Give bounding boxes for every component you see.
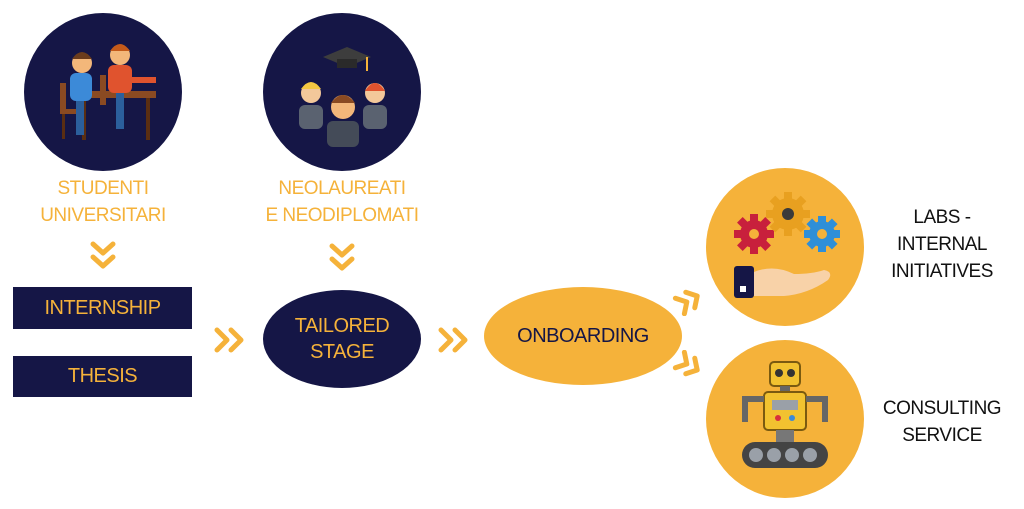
onboarding-label: ONBOARDING [517, 325, 649, 347]
labs-label: LABS - INTERNAL INITIATIVES [872, 204, 1012, 285]
consulting-label-line2: SERVICE [902, 425, 982, 446]
graduates-circle [263, 13, 421, 171]
robot-icon [742, 361, 828, 468]
labs-label-line3: INITIATIVES [891, 261, 993, 282]
labs-label-line1: LABS - [913, 207, 971, 228]
internship-box: INTERNSHIP [13, 287, 192, 329]
students-label: STUDENTI UNIVERSITARI [0, 175, 206, 229]
students-circle [24, 13, 182, 171]
graduates-label-line1: NEOLAUREATI [278, 178, 406, 199]
graduates-group-icon [299, 47, 387, 147]
tailored-stage-line1: TAILORED [294, 315, 390, 337]
students-label-line2: UNIVERSITARI [40, 205, 166, 226]
consulting-label: CONSULTING SERVICE [866, 395, 1018, 449]
labs-label-line2: INTERNAL [897, 234, 987, 255]
internship-label: INTERNSHIP [44, 296, 161, 319]
gears-hand-icon [734, 192, 840, 298]
consulting-circle [706, 340, 864, 498]
consulting-label-line1: CONSULTING [882, 398, 1002, 419]
students-label-line1: STUDENTI [57, 178, 150, 199]
chevron-up-right-icon [672, 289, 700, 316]
graduates-label: NEOLAUREATI E NEODIPLOMATI [234, 175, 450, 229]
graduates-label-line2: E NEODIPLOMATI [265, 205, 419, 226]
students-at-desk-icon [60, 44, 156, 140]
labs-circle [706, 168, 864, 326]
thesis-label: THESIS [67, 365, 138, 387]
chevron-right-icon [438, 327, 468, 353]
chevron-down-right-icon [672, 350, 700, 377]
chevron-down-icon [90, 241, 116, 269]
tailored-stage-node: TAILORED STAGE [263, 290, 421, 388]
thesis-box: THESIS [13, 356, 192, 397]
tailored-stage-line2: STAGE [310, 341, 374, 363]
onboarding-node: ONBOARDING [484, 287, 682, 385]
chevron-right-icon [214, 327, 244, 353]
chevron-down-icon [329, 243, 355, 271]
